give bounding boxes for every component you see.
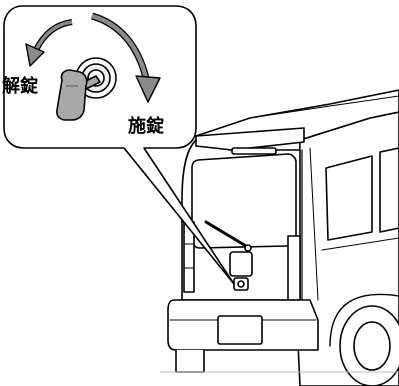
counterclockwise-arrow-icon — [25, 19, 73, 67]
side-window-front — [325, 155, 373, 241]
unlock-label: 解錠 — [2, 76, 38, 97]
clockwise-arrow-icon — [90, 12, 161, 103]
side-window-rear — [379, 147, 399, 233]
lock-label: 施錠 — [128, 116, 164, 137]
license-plate — [217, 315, 263, 345]
key-icon — [56, 69, 101, 121]
rear-window — [191, 153, 297, 249]
door-handle-recess — [229, 251, 253, 277]
rear-wiper — [204, 220, 248, 248]
rear-wheel-left — [175, 349, 205, 373]
rear-spoiler — [195, 127, 305, 151]
van-illustration — [159, 89, 399, 386]
brake-light — [231, 147, 277, 155]
tail-light-right — [287, 235, 301, 301]
